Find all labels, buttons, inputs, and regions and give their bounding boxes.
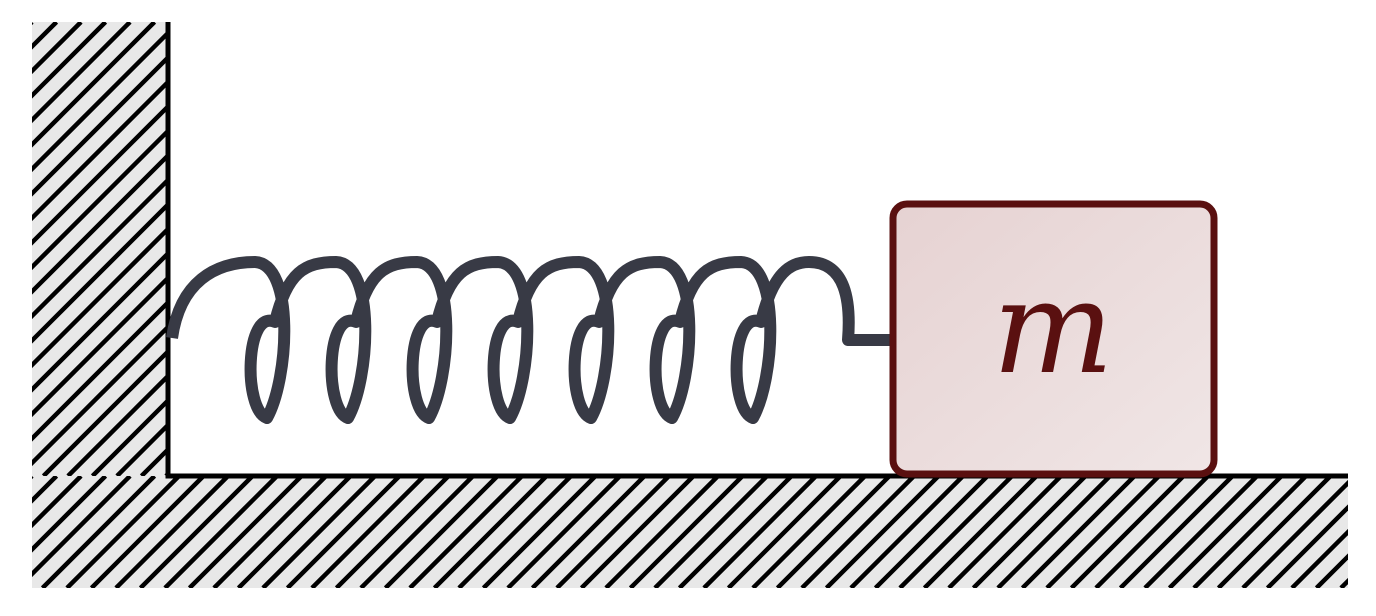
hatch-line: [1167, 476, 1284, 588]
hatch-line: [1314, 553, 1348, 588]
hatch-line: [971, 476, 1088, 588]
hatch-line: [1045, 476, 1161, 588]
hatch-line: [32, 225, 168, 369]
hatch-line: [32, 127, 168, 271]
hatch-line: [359, 476, 475, 588]
hatch-line: [849, 476, 965, 588]
hatch-line: [0, 476, 8, 588]
hatch-line: [824, 476, 941, 588]
wall-hatching: [0, 22, 168, 476]
hatch-line: [947, 476, 1063, 588]
hatch-line: [32, 176, 168, 320]
floor-hatching: [0, 476, 1376, 588]
hatch-line: [1366, 476, 1376, 588]
hatch-line: [187, 476, 304, 588]
hatch-line: [1143, 476, 1259, 588]
hatch-line: [702, 476, 818, 588]
hatch-line: [89, 476, 206, 588]
hatch-line: [530, 476, 647, 588]
hatch-line: [32, 476, 132, 578]
hatch-line: [32, 152, 168, 295]
mass-block: m: [889, 200, 1218, 478]
hatch-line: [677, 476, 794, 588]
hatch-line: [628, 476, 745, 588]
hatch-line: [32, 299, 168, 442]
hatch-line: [66, 372, 168, 476]
hatch-line: [32, 476, 34, 480]
hatch-line: [1094, 476, 1210, 588]
mass-label: m: [992, 254, 1113, 403]
hatch-line: [0, 22, 8, 476]
hatch-line: [32, 476, 59, 504]
hatch-line: [32, 78, 168, 222]
spring: [166, 256, 893, 424]
hatch-line: [751, 476, 867, 588]
hatch-line: [1118, 476, 1235, 588]
hatch-line: [32, 22, 132, 124]
hatch-line: [32, 476, 83, 529]
hatch-line: [555, 476, 671, 588]
hatch-line: [1265, 504, 1348, 588]
hatch-line: [32, 323, 168, 467]
hatch-line: [922, 476, 1039, 588]
hatch-line: [41, 348, 168, 476]
hatch-line: [285, 476, 402, 588]
hatch-line: [506, 476, 622, 588]
hatch-line: [40, 476, 157, 588]
hatch-line: [32, 476, 108, 553]
mass-box: [889, 200, 1218, 478]
hatch-line: [236, 476, 353, 588]
hatch-line: [65, 476, 181, 588]
floor: [0, 476, 1376, 588]
hatch-line: [32, 22, 157, 148]
hatch-line: [800, 476, 916, 588]
hatch-line: [481, 476, 598, 588]
hatch-line: [32, 22, 34, 26]
hatch-line: [775, 476, 892, 588]
hatch-line: [1216, 476, 1333, 588]
hatch-line: [32, 29, 168, 173]
wall: [0, 22, 168, 476]
hatch-line: [726, 476, 843, 588]
hatch-line: [604, 476, 720, 588]
hatch-line: [212, 476, 328, 588]
hatch-line: [114, 476, 230, 588]
hatch-line: [1192, 476, 1308, 588]
hatch-line: [32, 201, 168, 344]
hatch-line: [457, 476, 573, 588]
hatch-line: [408, 476, 524, 588]
hatch-line: [261, 476, 377, 588]
hatch-line: [32, 54, 168, 197]
hatch-line: [432, 476, 549, 588]
hatch-line: [898, 476, 1014, 588]
hatch-line: [164, 470, 168, 476]
hatch-line: [138, 476, 255, 588]
hatch-line: [1290, 528, 1348, 588]
hatch-line: [334, 476, 451, 588]
hatch-line: [579, 476, 696, 588]
hatch-line: [32, 274, 168, 418]
hatch-line: [1069, 476, 1186, 588]
hatch-line: [1241, 479, 1348, 588]
hatch-line: [873, 476, 990, 588]
hatch-line: [310, 476, 426, 588]
hatch-line: [1020, 476, 1137, 588]
hatch-line: [139, 446, 168, 476]
hatch-line: [163, 476, 279, 588]
hatch-line: [996, 476, 1112, 588]
hatch-line: [653, 476, 769, 588]
hatch-line: [383, 476, 500, 588]
